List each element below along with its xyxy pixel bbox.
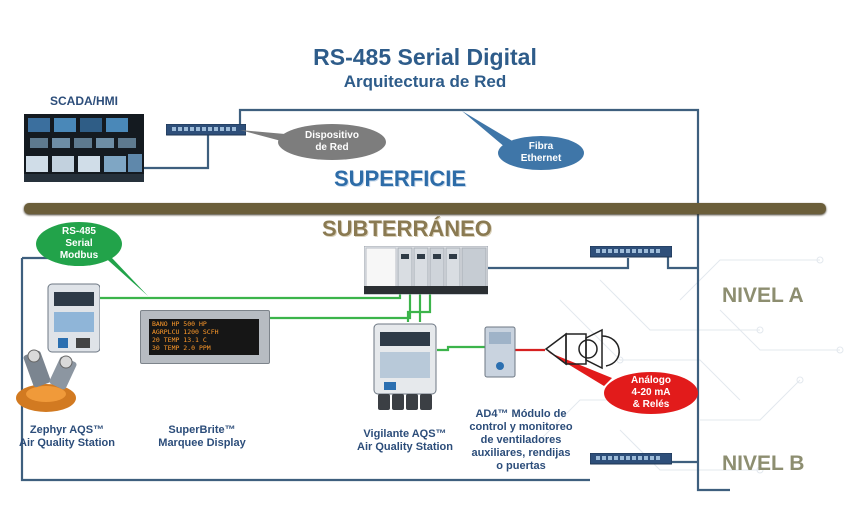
auxiliary-fan-icon — [544, 328, 620, 370]
diagram-subtitle: Arquitectura de Red — [343, 72, 507, 91]
surface-label: SUPERFICIE — [334, 166, 467, 191]
fiber-line-bottom — [20, 258, 590, 482]
fiber-line-main — [238, 108, 700, 470]
level-b-label: NIVEL B — [722, 452, 805, 475]
network-device-bubble: Dispositivo de Red — [278, 124, 386, 160]
scada-label: SCADA/HMI — [50, 94, 118, 108]
fiber-line-end — [696, 470, 730, 492]
network-switch-top — [166, 124, 246, 136]
ad4-label: AD4™ Módulo de control y monitoreo de ve… — [469, 408, 573, 472]
fiber-line-scada-switch — [144, 133, 210, 170]
zephyr-aqs-device — [16, 283, 100, 412]
marquee-line: AGRPLCU 1200 SCFH — [152, 328, 219, 336]
zephyr-label: Zephyr AQS™ Air Quality Station — [19, 424, 115, 449]
underground-label: SUBTERRÁNEO — [322, 216, 492, 241]
fiber-line-plc-switch — [485, 258, 630, 270]
vigilante-label: Vigilante AQS™ Air Quality Station — [357, 428, 453, 453]
surface-underground-divider — [24, 203, 826, 214]
serial-line-ad4 — [437, 345, 486, 352]
scada-control-room-image — [24, 114, 144, 182]
vigilante-aqs-device — [373, 323, 437, 410]
level-a-label: NIVEL A — [722, 284, 804, 307]
fiber-line-switch-a — [666, 254, 698, 270]
rs485-serial-modbus-bubble: RS-485 Serial Modbus — [36, 222, 122, 266]
analog-relays-bubble: Análogo 4-20 mA & Relés — [604, 372, 698, 414]
marquee-screen: BANO HP 500 HP AGRPLCU 1200 SCFH 20 TEMP… — [149, 319, 259, 355]
ad4-control-module — [484, 326, 516, 378]
superbrite-label: SuperBrite™ Marquee Display — [158, 424, 246, 449]
network-switch-level-a — [590, 246, 672, 258]
serial-line-vigilante-2 — [406, 292, 432, 322]
superbrite-marquee-device: BANO HP 500 HP AGRPLCU 1200 SCFH 20 TEMP… — [140, 310, 270, 364]
serial-line-marquee — [268, 292, 412, 320]
diagram-title: RS-485 Serial Digital — [313, 44, 537, 70]
marquee-line: 20 TEMP 13.1 C — [152, 336, 207, 344]
plc-controller-rack — [364, 246, 488, 295]
marquee-line: BANO HP 500 HP — [152, 320, 207, 328]
network-switch-level-b — [590, 453, 672, 465]
fiber-ethernet-bubble: Fibra Ethernet — [498, 136, 584, 170]
marquee-line: 30 TEMP 2.0 PPM — [152, 344, 211, 352]
